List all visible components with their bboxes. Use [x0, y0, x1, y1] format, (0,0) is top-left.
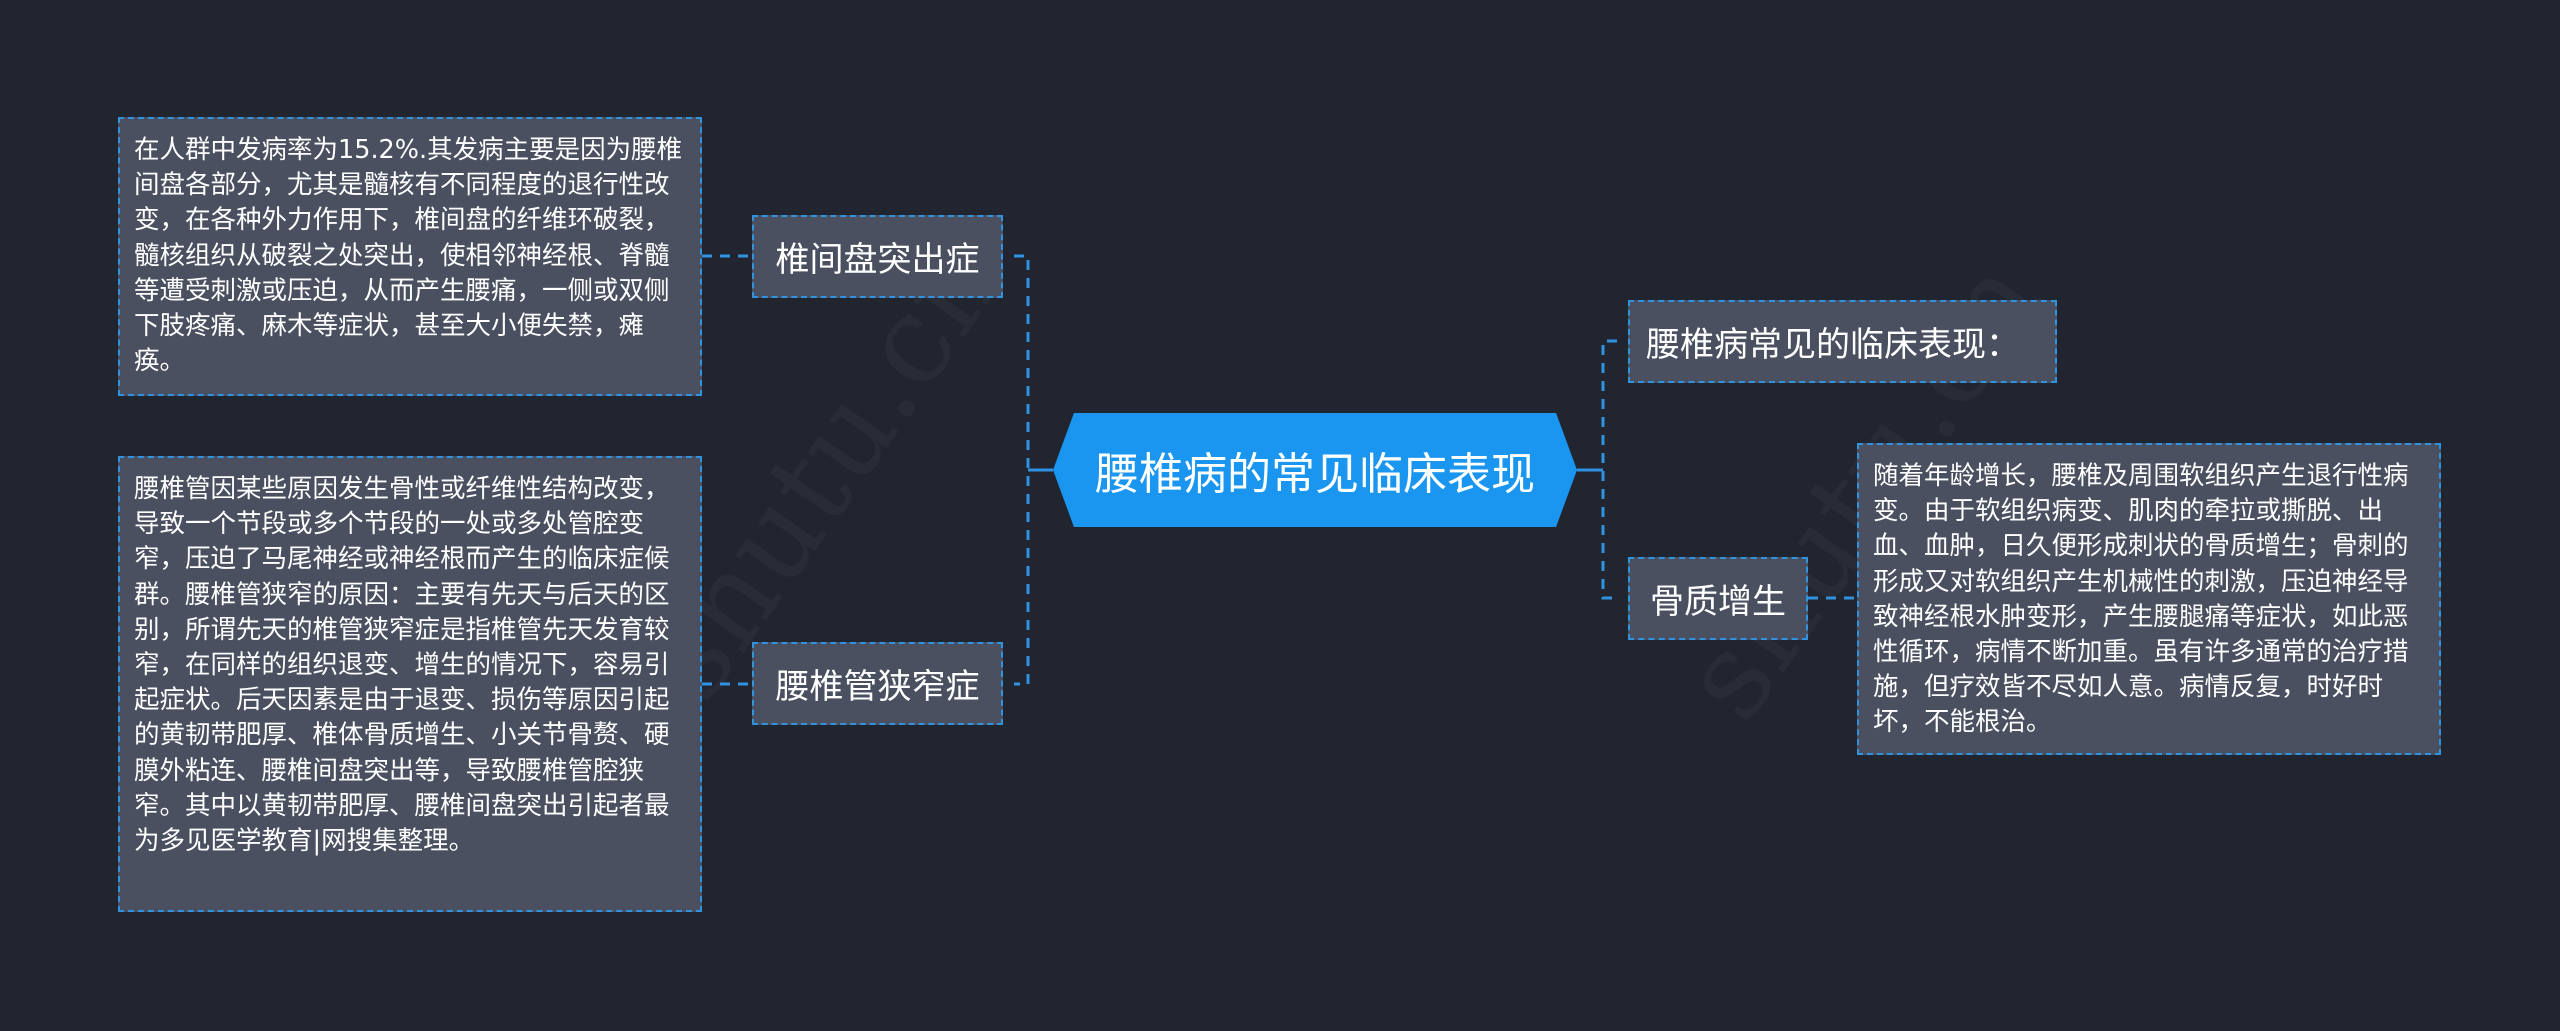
leaf-node-disc-herniation-detail[interactable]: 在人群中发病率为15.2%.其发病主要是因为腰椎间盘各部分，尤其是髓核有不同程度… — [118, 117, 702, 396]
leaf-node-bone-hyperplasia-detail[interactable]: 随着年龄增长，腰椎及周围软组织产生退行性病变。由于软组织病变、肌肉的牵拉或撕脱、… — [1857, 443, 2441, 755]
leaf-node-spinal-stenosis-detail[interactable]: 腰椎管因某些原因发生骨性或纤维性结构改变，导致一个节段或多个节段的一处或多处管腔… — [118, 456, 702, 912]
branch-node-bone-hyperplasia[interactable]: 骨质增生 — [1628, 557, 1808, 640]
leaf-node-text: 在人群中发病率为15.2%.其发病主要是因为腰椎间盘各部分，尤其是髓核有不同程度… — [134, 135, 683, 377]
branch-node-common-symptoms[interactable]: 腰椎病常见的临床表现： — [1628, 300, 2057, 383]
root-node-label: 腰椎病的常见临床表现 — [1095, 449, 1535, 500]
branch-node-label: 腰椎病常见的临床表现： — [1646, 325, 2020, 365]
leaf-node-text: 腰椎管因某些原因发生骨性或纤维性结构改变，导致一个节段或多个节段的一处或多处管腔… — [134, 474, 670, 857]
branch-node-label: 骨质增生 — [1650, 582, 1786, 622]
branch-node-disc-herniation[interactable]: 椎间盘突出症 — [752, 215, 1003, 298]
branch-node-label: 椎间盘突出症 — [775, 240, 980, 280]
branch-node-spinal-stenosis[interactable]: 腰椎管狭窄症 — [752, 642, 1003, 725]
leaf-node-text: 随着年龄增长，腰椎及周围软组织产生退行性病变。由于软组织病变、肌肉的牵拉或撕脱、… — [1873, 461, 2409, 738]
root-node[interactable]: 腰椎病的常见临床表现 — [1053, 413, 1577, 527]
branch-node-label: 腰椎管狭窄症 — [775, 667, 980, 707]
